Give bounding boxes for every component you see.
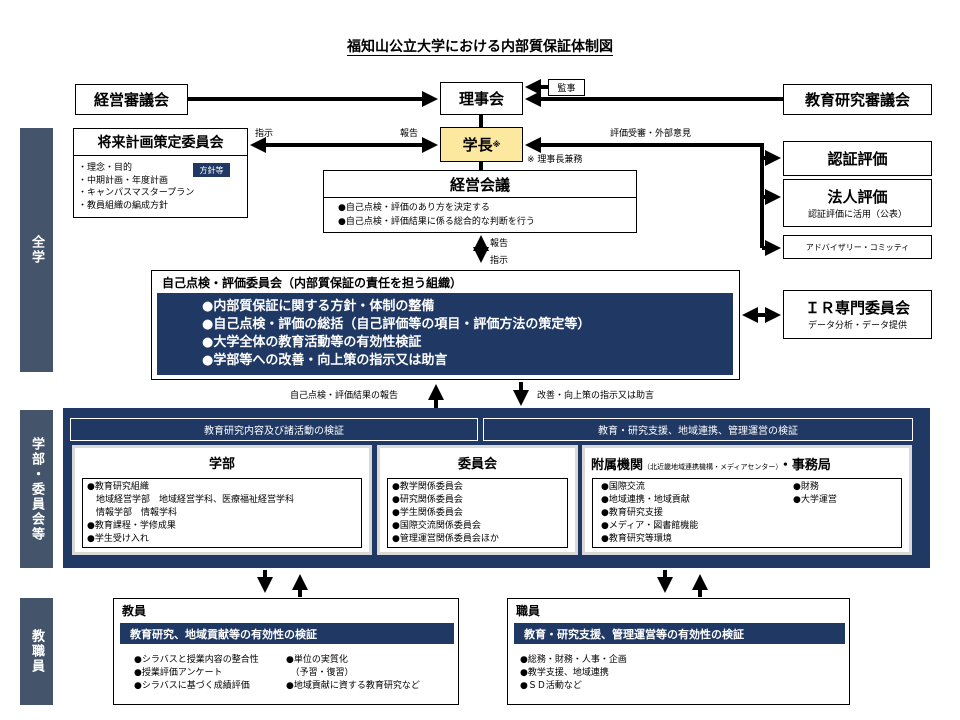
shorai-title: 将来計画策定委員会 [74,129,247,156]
list-item: ・キャンパスマスタープラン [78,188,195,198]
list-item: 情報学部 情報学科 [87,508,178,518]
fuzoku-list-box: ●国際交流 ●地域連携・地域貢献 ●教育研究支援 ●メディア・図書館機能 ●教育… [592,478,902,548]
list-item: ●地域貢献に資する教育研究など [286,681,420,691]
shorai-keikaku-box: 将来計画策定委員会 方針等 ・理念・目的 ・中期計画・年度計画 ・キャンパスマス… [73,128,248,218]
hojin-title: 法人評価 [827,188,888,206]
side-label-kyoshokuin: 教職員 [20,598,53,705]
list-item: ●国際交流関係委員会 [392,521,481,531]
list-item: 地域経営学部 地域経営学科、医療福祉経営学科 [87,495,295,505]
fuzoku-paren: （北近畿地域連携機構・メディアセンター） [643,463,779,471]
keiei-kaigi-title: 経営会議 [324,171,636,198]
list-item: ●教育研究支援 [601,508,663,518]
list-item: ●総務・財務・人事・企画 [520,655,627,665]
kyoin-bar: 教育研究、地域貢献等の有効性の検証 [120,623,454,644]
shokuin-bar: 教育・研究支援、管理運営等の有効性の検証 [514,623,845,644]
keiei-kaigi-box: 経営会議 ●自己点検・評価のあり方を決定する ●自己点検・評価結果に係る総合的な… [323,170,637,233]
ir-sub: データ分析・データ提供 [807,321,907,331]
hoshin-badge: 方針等 [193,163,230,177]
kyoin-title: 教員 [122,604,147,618]
hokoku2-label: 報告 [490,239,509,249]
list-item: ●単位の実質化 [286,655,348,665]
list-item: ●研究関係委員会 [392,495,463,505]
list-item: ●メディア・図書館機能 [601,521,699,531]
hyoka-label: 評価受審・外部意見 [610,129,692,139]
list-item: ●財務 [793,482,819,492]
shiji2-label: 指示 [490,256,509,266]
kanji-box: 監事 [548,79,585,96]
fuzoku-panel: 附属機関（北近畿地域連携機構・メディアセンター）・事務局 ●国際交流 ●地域連携… [582,445,912,555]
side-label-zengaku: 全学 [20,128,53,372]
iinkai-panel: 委員会 ●教学関係委員会 ●研究関係委員会 ●学生関係委員会 ●国際交流関係委員… [377,445,578,555]
gakucho-box: 学長※ [440,127,523,162]
hojin-sub: 認証評価に活用（公表） [807,210,907,220]
gakucho-label: 学長 [462,136,493,154]
gakucho-mark: ※ [492,140,501,149]
bar-kyoiku: 教育研究内容及び諸活動の検証 [70,418,478,441]
advisory-box: アドバイザリー・コミッティ [783,235,932,259]
gakubu-title: 学部 [208,456,235,472]
list-item: ●教育研究等環境 [601,534,672,544]
page-title: 福知山公立大学における内部質保証体制図 [347,39,613,56]
bar-shien: 教育・研究支援、地域連携、管理運営の検証 [483,418,913,441]
list-item: ●シラバスに基づく成績評価 [134,681,250,691]
list-item: ●自己点検・評価のあり方を決定する [338,203,490,213]
list-item: ●大学全体の教育活動等の有効性検証 [202,335,422,350]
hojin-hyoka-box: 法人評価 認証評価に活用（公表） [783,179,932,227]
list-item: ●自己点検・評価結果に係る総合的な判断を行う [338,217,535,227]
shiji-label: 指示 [255,129,274,139]
down-label: 改善・向上策の指示又は助言 [537,391,655,401]
ir-box: ＩＲ専門委員会 データ分析・データ提供 [783,290,932,339]
rijikai-box: 理事会 [440,82,523,115]
side-label-gakubu: 学部・委員会等 [20,410,53,568]
list-item: （予習・復習） [286,668,354,678]
list-item: ●授業評価アンケート [134,668,223,678]
gakubu-panel: 学部 ●教育研究組織 地域経営学部 地域経営学科、医療福祉経営学科 情報学部 情… [72,445,372,555]
list-item: ・教員組織の編成方針 [78,200,169,211]
up-label: 自己点検・評価結果の報告 [290,391,399,401]
jiko-title: 自己点検・評価委員会（内部質保証の責任を担う組織） [162,276,463,290]
list-item: ●学部等への改善・向上策の指示又は助言 [202,353,448,368]
list-item: ●教育課程・学修成果 [87,521,176,531]
list-item: ●学生関係委員会 [392,508,463,518]
list-item: ●地域連携・地域貢献 [601,495,690,505]
iinkai-title: 委員会 [457,456,497,472]
fuzoku-tail: ・事務局 [778,458,831,473]
kyoiku-shingikai-box: 教育研究審議会 [783,84,932,115]
list-item: ●管理運営関係委員会ほか [392,534,499,544]
list-item: ●学生受け入れ [87,534,149,544]
shokuin-title: 職員 [516,604,541,618]
list-item: ●教育研究組織 [87,482,149,492]
list-item: ・中期計画・年度計画 [78,175,169,186]
list-item: ●自己点検・評価の総括（自己評価等の項目・評価方法の策定等） [202,317,591,332]
ninsho-hyoka-box: 認証評価 [783,141,932,176]
ir-title: ＩＲ専門委員会 [804,299,910,317]
hokoku-label: 報告 [400,129,419,139]
list-item: ・理念・目的 [78,163,133,173]
list-item: ●ＳＤ活動など [520,681,582,691]
list-item: ●内部質保証に関する方針・体制の整備 [202,299,435,314]
fuzoku-title: 附属機関 [591,458,644,473]
keiei-shingikai-box: 経営審議会 [75,84,188,115]
fuzoku-title-row: 附属機関（北近畿地域連携機構・メディアセンター）・事務局 [585,448,909,476]
note-label: ※ 理事長兼務 [527,155,583,165]
list-item: ●国際交流 [601,482,645,492]
kyoin-box: 教員 教育研究、地域貢献等の有効性の検証 ●シラバスと授業内容の整合性 ●授業評… [113,598,459,705]
shokuin-box: 職員 教育・研究支援、管理運営等の有効性の検証 ●総務・財務・人事・企画 ●教学… [507,598,850,705]
list-item: ●教学関係委員会 [392,482,463,492]
list-item: ●大学運営 [793,495,837,505]
shorai-list: ・理念・目的 ・中期計画・年度計画 ・キャンパスマスタープラン ・教員組織の編成… [74,156,247,218]
list-item: ●シラバスと授業内容の整合性 [134,655,259,665]
list-item: ●教学支援、地域連携 [520,668,609,678]
jiko-tenken-box: 自己点検・評価委員会（内部質保証の責任を担う組織） ●内部質保証に関する方針・体… [151,270,740,380]
